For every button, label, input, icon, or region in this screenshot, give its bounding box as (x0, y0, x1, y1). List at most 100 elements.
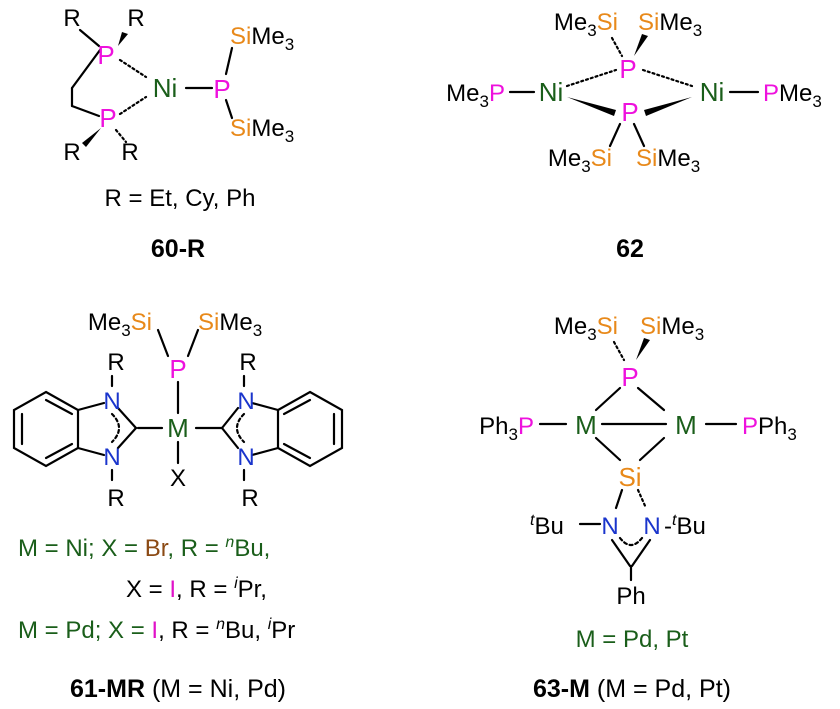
wedge-bond (82, 128, 101, 147)
tert-butyl-group: tBu (530, 512, 564, 540)
bond (116, 426, 138, 450)
trimethylsilyl-group: SiMe3 (230, 23, 294, 54)
dashed-bond (641, 68, 694, 88)
metal-atom: M (575, 410, 597, 440)
compound-label: 61-MR (M = Ni, Pd) (70, 675, 286, 703)
bond (44, 442, 74, 460)
trimethylsilyl-group: SiMe3 (198, 309, 262, 340)
variant-line-1: M = Ni; X = Br, R = nBu, (18, 534, 270, 562)
bond (224, 98, 234, 120)
bond (224, 46, 234, 76)
R-substituent: R (107, 349, 124, 376)
bond (70, 48, 102, 90)
trimethylsilyl-group: Me3Si (88, 309, 152, 340)
nickel-atom: Ni (700, 77, 725, 107)
dashed-bond (612, 340, 626, 362)
trimethylsilyl-group: SiMe3 (230, 115, 294, 146)
bond (250, 401, 280, 412)
trimethylsilyl-group: SiMe3 (636, 145, 700, 176)
dashed-bond (636, 488, 648, 510)
nickel-atom: Ni (539, 77, 564, 107)
bond (608, 122, 622, 148)
bond (186, 328, 200, 358)
nickel-atom: Ni (153, 73, 178, 103)
R-substituent: R (63, 5, 80, 32)
bond (70, 104, 101, 118)
compound-label: 60-R (151, 235, 205, 263)
nitrogen-atom: N (103, 388, 120, 415)
variant-line-3: M = Pd; X = I, R = nBu, iPr (18, 616, 295, 644)
compound-label: 63-M (M = Pd, Pt) (533, 675, 731, 703)
R-substituent: R (239, 349, 256, 376)
trimethylphosphine-ligand: PMe3 (763, 80, 822, 111)
bond (636, 386, 666, 412)
bond (282, 442, 312, 460)
bond (78, 28, 101, 48)
bond (632, 122, 646, 148)
phosphorus-atom: P (97, 40, 114, 70)
triphenylphosphine-ligand: Ph3P (479, 413, 534, 444)
bond (250, 446, 280, 457)
nitrogen-atom: N (237, 388, 254, 415)
bond (630, 538, 652, 568)
bond (594, 436, 622, 462)
trimethylsilyl-group: Me3Si (554, 313, 618, 344)
compound-label: 62 (616, 235, 644, 263)
halide-atom: X (170, 465, 186, 492)
phenyl-group: Ph (616, 583, 645, 610)
metal-atom: M (167, 413, 189, 443)
R-substituent: R (121, 139, 138, 166)
bond (156, 328, 170, 358)
bond (638, 436, 666, 462)
dashed-bond (118, 95, 148, 116)
bond (220, 426, 240, 450)
triphenylphosphine-ligand: PPh3 (742, 413, 797, 444)
trimethylsilyl-group: Me3Si (548, 145, 612, 176)
wedge-bond (636, 338, 650, 360)
delocalized-bond (235, 412, 246, 444)
R-substituent: R (107, 485, 124, 512)
trimethylphosphine-ligand: Me3P (446, 80, 505, 111)
dashed-bond (565, 68, 618, 88)
wedge-bond (634, 34, 648, 56)
delocalized-bond (618, 536, 644, 547)
nitrogen-atom: N (643, 513, 660, 540)
dashed-bond (118, 58, 148, 79)
bond (116, 406, 138, 430)
phosphorus-atom: P (621, 97, 638, 127)
structure-63-M: Me3Si SiMe3 P M M Si Ph3P PPh3 tBu N N -… (479, 313, 797, 703)
right-benzimidazolylidene (220, 374, 344, 482)
structure-62: Me3Si SiMe3 P P Ni Ni Me3P PMe3 Me3Si Si… (446, 9, 822, 263)
phosphorus-atom: P (99, 103, 116, 133)
benzo-ring (12, 390, 80, 468)
metal-atom: M (675, 410, 697, 440)
nitrogen-atom: N (237, 444, 254, 471)
delocalized-bond (110, 412, 121, 444)
bond (76, 401, 106, 412)
phosphorus-atom: P (621, 362, 638, 392)
trimethylsilyl-group: SiMe3 (638, 9, 702, 40)
bond (610, 538, 632, 568)
dashed-bond (610, 36, 624, 58)
R-substituent: R (127, 5, 144, 32)
variant-line-2: X = I, R = iPr, (126, 575, 267, 603)
phosphorus-atom: P (619, 54, 636, 84)
benzo-ring (276, 390, 344, 468)
substituent-definition: R = Et, Cy, Ph (105, 185, 256, 212)
tert-butyl-group: -tBu (664, 512, 706, 540)
nitrogen-atom: N (601, 513, 618, 540)
trimethylsilyl-group: SiMe3 (640, 313, 704, 344)
trimethylsilyl-group: Me3Si (554, 9, 618, 40)
silicon-atom: Si (618, 462, 641, 492)
R-substituent: R (63, 139, 80, 166)
bond (614, 488, 624, 510)
wedge-bond (118, 32, 128, 46)
left-benzimidazolylidene (12, 374, 138, 482)
bond (44, 398, 74, 416)
phosphorus-atom: P (169, 354, 186, 384)
wedge-bond (567, 97, 616, 116)
bond (76, 446, 106, 457)
dashed-bond (114, 128, 128, 144)
